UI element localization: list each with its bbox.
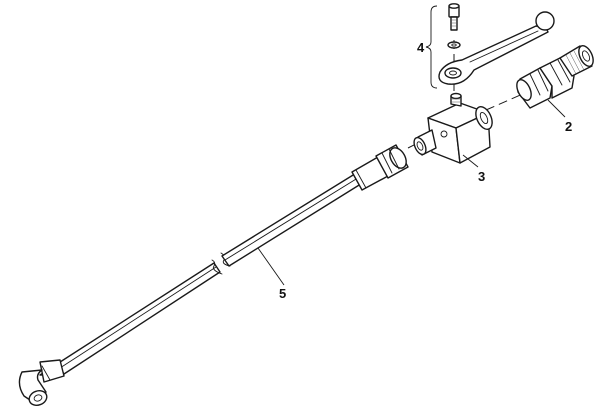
callout-2: 2	[565, 119, 572, 134]
leader-2	[547, 99, 566, 118]
leader-3	[462, 154, 479, 168]
callout-4: 4	[417, 40, 425, 55]
leader-5	[257, 247, 285, 286]
handle-kit-part	[425, 3, 555, 89]
callout-5: 5	[279, 286, 286, 301]
hose-assembly-part	[18, 144, 409, 406]
callout-3: 3	[478, 169, 485, 184]
leader-lines	[257, 99, 566, 286]
adapter-fitting-part	[516, 45, 594, 109]
valve-body-part	[413, 92, 493, 164]
